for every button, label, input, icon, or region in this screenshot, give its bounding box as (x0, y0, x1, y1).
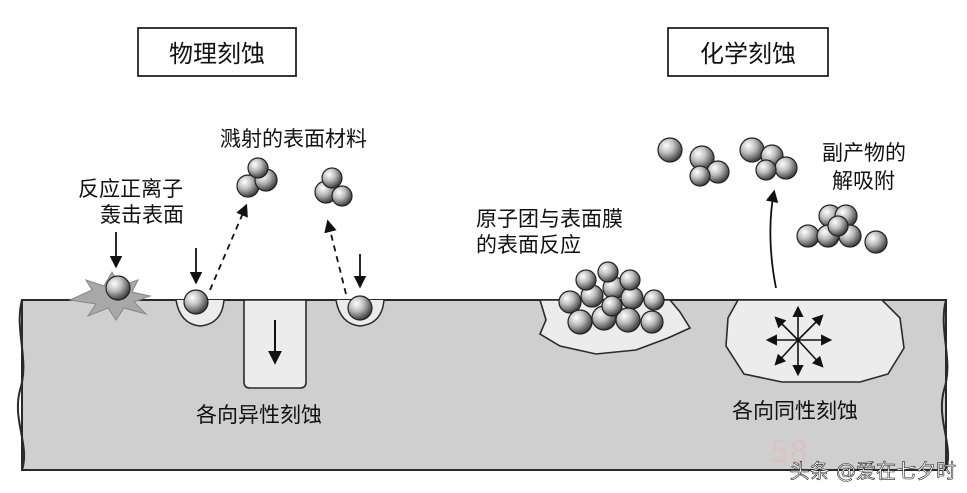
ion-label-2: 轰击表面 (100, 203, 184, 227)
atom-ball (739, 137, 765, 163)
atom-group (105, 137, 888, 335)
isotropic-arrows (765, 305, 833, 377)
atom-ball (619, 269, 641, 291)
cluster-label-1: 原子团与表面膜 (476, 207, 623, 231)
atom-ball (706, 160, 730, 184)
ion-arrows (109, 232, 367, 289)
atom-ball (321, 167, 343, 189)
atom-ball (640, 310, 664, 334)
anisotropic-label: 各向异性刻蚀 (196, 403, 322, 427)
atom-ball (567, 309, 593, 335)
atom-ball (558, 290, 582, 314)
byproduct-label-1: 副产物的 (822, 141, 906, 165)
atom-ball (183, 289, 209, 315)
chemical-title: 化学刻蚀 (700, 40, 796, 68)
isotropic-label: 各向同性刻蚀 (732, 399, 858, 423)
atom-ball (331, 185, 353, 207)
atom-ball (864, 230, 888, 254)
anisotropic-trench (243, 299, 307, 389)
sputter-paths (209, 203, 347, 295)
atom-ball (597, 261, 619, 283)
isotropic-cavity (725, 299, 905, 383)
atom-ball (643, 289, 665, 311)
atom-ball (347, 295, 373, 321)
physical-title-box (137, 27, 297, 77)
watermark-text: 头条 @爱在七夕时 (790, 459, 956, 483)
atom-ball (755, 159, 777, 181)
atom-ball (657, 137, 683, 163)
atom-ball (689, 165, 711, 187)
atom-ball (827, 215, 849, 237)
atom-ball (575, 269, 597, 291)
chemical-title-box (667, 27, 829, 77)
atom-ball (615, 307, 641, 333)
physical-title: 物理刻蚀 (169, 40, 265, 68)
atom-ball (774, 156, 798, 180)
faint-watermark: 58 (770, 435, 808, 470)
sputtered-label: 溅射的表面材料 (220, 127, 367, 151)
byproduct-label-2: 解吸附 (832, 169, 895, 193)
desorption-arrow (765, 189, 779, 289)
cluster-label-2: 的表面反应 (476, 233, 581, 257)
ion-label-1: 反应正离子 (78, 177, 183, 201)
atom-ball (796, 224, 820, 248)
atom-ball (105, 275, 131, 301)
atom-ball (247, 157, 269, 179)
atom-ball (601, 295, 623, 317)
